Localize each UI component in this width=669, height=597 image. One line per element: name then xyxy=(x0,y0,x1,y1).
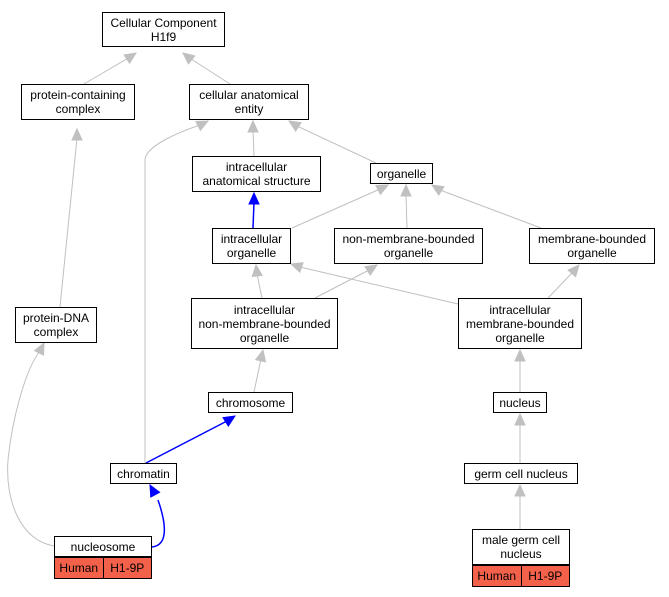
node-label-line: intracellular xyxy=(220,232,283,246)
node-nucleus[interactable]: nucleus xyxy=(493,392,547,413)
edge-chromatin-to-anatomical-entity xyxy=(144,124,201,463)
edge-nucleosome-to-protein-dna-arrowhead xyxy=(33,341,45,356)
node-label-line: organelle xyxy=(383,246,434,260)
edge-membrane-to-organelle-arrowhead xyxy=(430,184,445,196)
node-non-membrane-bounded-organelle[interactable]: non-membrane-bounded organelle xyxy=(334,228,483,264)
edge-nucleosome-to-chromatin-arrowhead xyxy=(149,483,161,498)
edge-intracell-nonmembrane-to-intracell-organelle xyxy=(256,273,263,299)
edge-chromosome-to-intracell-nonmembrane xyxy=(253,358,262,393)
node-chromosome[interactable]: chromosome xyxy=(208,392,293,413)
edge-intracell-nonmembrane-to-nonmembrane xyxy=(314,269,370,299)
nucleosome-annotation-row: Human H1-9P xyxy=(54,557,152,579)
edge-intracell-membrane-to-intracell-organelle-arrowhead xyxy=(289,262,304,274)
gene-tag[interactable]: H1-9P xyxy=(520,566,569,586)
node-label-line: cellular anatomical xyxy=(199,88,299,102)
edge-nonmembrane-to-organelle xyxy=(405,194,408,229)
edge-layer xyxy=(7,52,580,548)
edge-intracell-membrane-to-membrane-arrowhead xyxy=(567,264,580,278)
edge-intracellular-organelle-to-organelle xyxy=(291,188,381,229)
node-germ-cell-nucleus[interactable]: germ cell nucleus xyxy=(464,463,578,484)
edge-intracell-membrane-to-membrane xyxy=(547,271,574,299)
node-label-line: nucleosome xyxy=(70,539,136,554)
edge-nucleosome-to-protein-dna xyxy=(7,350,55,547)
node-label-line: membrane-bounded xyxy=(465,316,575,331)
edge-organelle-to-entity xyxy=(296,125,377,164)
node-intracellular-non-membrane-bounded-organelle[interactable]: intracellular non-membrane-bounded organ… xyxy=(191,298,338,349)
node-label-line: anatomical structure xyxy=(202,174,311,188)
node-label-line: H1f9 xyxy=(150,29,177,44)
edge-intracell-nonmembrane-to-intracell-organelle-arrowhead xyxy=(251,263,264,278)
edge-chromatin-to-anatomical-entity-arrowhead xyxy=(195,120,210,132)
node-organelle[interactable]: organelle xyxy=(370,163,433,184)
edge-germ-nucleus-to-nucleus-arrowhead xyxy=(514,412,526,426)
node-label-line: entity xyxy=(234,102,264,116)
edge-male-germ-to-germ-nucleus-arrowhead xyxy=(514,483,526,497)
node-label-line: intracellular xyxy=(225,160,288,174)
node-protein-containing-complex[interactable]: protein-containing complex xyxy=(21,84,135,120)
node-label-line: non-membrane-bounded xyxy=(342,232,475,246)
edge-protein-dna-to-protein-complex xyxy=(59,137,78,308)
node-chromatin[interactable]: chromatin xyxy=(110,463,177,484)
node-protein-dna-complex[interactable]: protein-DNA complex xyxy=(15,307,97,343)
edge-membrane-to-organelle xyxy=(439,189,542,229)
node-label-line: complex xyxy=(55,102,101,116)
node-male-germ-cell-nucleus[interactable]: male germ cell nucleus xyxy=(472,529,570,565)
node-label-line: organelle xyxy=(376,166,427,181)
node-label-line: nucleus xyxy=(499,395,541,410)
node-label-line: protein-containing xyxy=(30,88,126,102)
edge-chromosome-to-intracell-nonmembrane-arrowhead xyxy=(254,348,267,363)
edge-nucleosome-to-chromatin xyxy=(151,499,166,548)
node-label-line: germ cell nucleus xyxy=(474,466,568,481)
edge-intracellular-structure-to-entity-arrowhead xyxy=(247,119,259,133)
node-label-line: nucleus xyxy=(500,547,542,561)
edge-intracell-membrane-to-intracell-organelle xyxy=(299,266,459,305)
male-germ-cell-nucleus-annotation-row: Human H1-9P xyxy=(472,565,570,587)
edge-intracellular-organelle-to-organelle-arrowhead xyxy=(375,184,390,196)
edge-intracell-nonmembrane-to-nonmembrane-arrowhead xyxy=(364,264,379,276)
node-label-line: protein-DNA xyxy=(22,311,90,325)
node-label-line: organelle xyxy=(226,246,277,260)
node-cellular-component-root[interactable]: Cellular Component H1f9 xyxy=(102,12,225,47)
node-label-line: Cellular Component xyxy=(110,15,217,30)
edge-intracellular-structure-to-entity xyxy=(252,129,255,157)
node-label-line: chromosome xyxy=(215,395,286,410)
node-label-line: complex xyxy=(33,325,79,339)
edge-protein-complex-to-root xyxy=(83,56,131,85)
edge-organelle-to-entity-arrowhead xyxy=(287,120,302,132)
node-cellular-anatomical-entity[interactable]: cellular anatomical entity xyxy=(189,84,309,120)
node-label-line: intracellular xyxy=(489,302,551,317)
edge-nucleus-to-intracell-membrane-arrowhead xyxy=(514,348,526,362)
node-label-line: chromatin xyxy=(117,466,170,481)
edge-nonmembrane-to-organelle-arrowhead xyxy=(400,183,412,197)
node-label-line: organelle xyxy=(495,330,545,345)
node-intracellular-anatomical-structure[interactable]: intracellular anatomical structure xyxy=(192,156,321,192)
species-tag[interactable]: Human xyxy=(55,558,103,578)
edge-anatomical-entity-to-root xyxy=(187,56,231,85)
node-nucleosome[interactable]: nucleosome xyxy=(54,536,152,557)
node-label-line: non-membrane-bounded xyxy=(198,316,331,331)
edge-intracellular-organelle-to-structure xyxy=(252,201,255,229)
edge-chromatin-to-chromosome xyxy=(145,420,228,464)
edge-anatomical-entity-to-root-arrowhead xyxy=(182,52,196,65)
node-intracellular-membrane-bounded-organelle[interactable]: intracellular membrane-bounded organelle xyxy=(458,298,582,349)
node-label-line: organelle xyxy=(239,330,290,345)
edge-protein-dna-to-protein-complex-arrowhead xyxy=(71,127,83,141)
node-intracellular-organelle[interactable]: intracellular organelle xyxy=(212,228,291,264)
node-membrane-bounded-organelle[interactable]: membrane-bounded organelle xyxy=(529,228,655,264)
node-label-line: male germ cell xyxy=(481,533,561,547)
edge-protein-complex-to-root-arrowhead xyxy=(123,52,138,65)
edge-chromatin-to-chromosome-arrowhead xyxy=(222,415,237,427)
gene-tag[interactable]: H1-9P xyxy=(102,558,151,578)
species-tag[interactable]: Human xyxy=(473,566,521,586)
node-label-line: organelle xyxy=(567,246,617,260)
node-label-line: membrane-bounded xyxy=(537,232,647,246)
node-label-line: intracellular xyxy=(233,302,296,317)
edge-intracellular-organelle-to-structure-arrowhead xyxy=(248,191,260,205)
